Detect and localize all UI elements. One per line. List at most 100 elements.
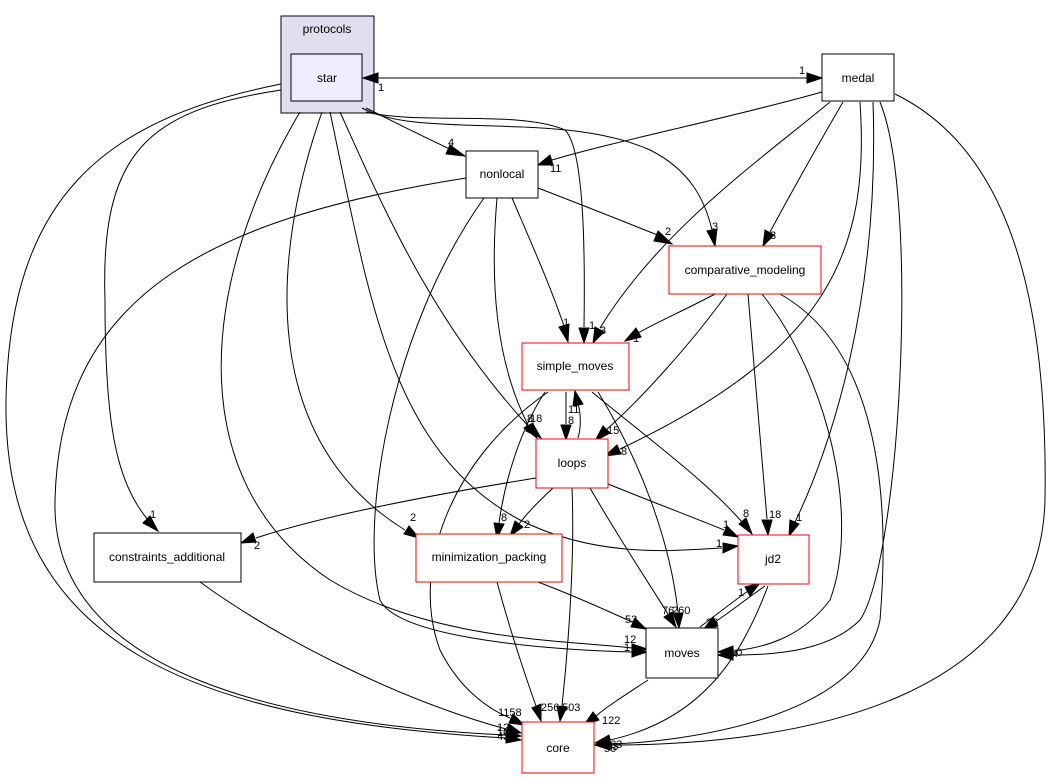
edge-label-minimization-moves: 53 xyxy=(625,614,637,626)
edge-star-medal[interactable]: 1 xyxy=(363,65,824,84)
edge-label-comparative-loops: 15 xyxy=(607,425,619,437)
node-label: core xyxy=(546,741,570,755)
edge-label-moves-jd2: 1 xyxy=(738,587,744,599)
edge-label-star-loops: 18 xyxy=(530,413,542,425)
node-minimization-packing[interactable]: minimization_packing xyxy=(415,533,563,583)
edge-comparative-core[interactable]: 26 3 xyxy=(593,293,884,751)
edge-loops-core[interactable]: 503 xyxy=(556,487,580,723)
edge-star-loops[interactable]: 18 xyxy=(339,111,542,440)
nodes: star medal nonlocal comparative_modeling… xyxy=(93,53,895,774)
edge-label-simple-minimization: 8 xyxy=(501,512,507,524)
edge-jd2-moves[interactable]: 26 xyxy=(701,585,766,631)
edge-simple-moves-moves[interactable]: 260 xyxy=(597,391,690,630)
edge-nonlocal-loops[interactable]: 8 xyxy=(493,197,538,440)
cluster-label: protocols xyxy=(303,22,352,36)
edge-nonlocal-moves[interactable]: 1 xyxy=(373,197,649,658)
node-comparative-modeling[interactable]: comparative_modeling xyxy=(668,245,822,295)
edge-loops-constraints[interactable]: 2 xyxy=(239,477,537,552)
edge-label-star-constraints: 1 xyxy=(150,509,156,521)
edge-simple-jd2[interactable]: 8 xyxy=(591,391,754,536)
node-medal[interactable]: medal xyxy=(821,53,895,102)
edge-label-star-core: 43 xyxy=(497,731,509,743)
edge-label-loops-core: 503 xyxy=(562,702,580,714)
edge-minimization-core[interactable]: 256 xyxy=(496,581,559,723)
edge-label-loops-jd2: 1 xyxy=(723,519,729,531)
edge-star-jd2[interactable]: 1 xyxy=(329,111,740,554)
edge-moves-core[interactable]: 122 xyxy=(582,679,649,727)
edge-label-loops-moves: 76 xyxy=(662,605,674,617)
node-label: moves xyxy=(664,646,699,660)
edge-constraints-core[interactable]: 12 xyxy=(199,581,523,735)
node-simple-moves[interactable]: simple_moves xyxy=(521,342,630,391)
edge-medal-nonlocal[interactable]: 11 xyxy=(536,91,823,175)
edge-label-simple-loops: 11 xyxy=(568,404,579,416)
edge-nonlocal-simple[interactable]: 1 xyxy=(511,197,570,344)
edge-medal-jd2[interactable]: 1 xyxy=(788,101,875,538)
node-label: constraints_additional xyxy=(109,550,225,564)
edge-star-constraints[interactable]: 1 xyxy=(104,89,282,533)
edge-label-medal-simple: 3 xyxy=(600,325,606,337)
edge-comparative-simple[interactable]: 1 xyxy=(623,293,716,345)
edge-label-simple-core: 1158 xyxy=(498,707,522,719)
node-label: loops xyxy=(558,456,587,470)
edge-medal-core[interactable]: 56 xyxy=(593,93,1046,755)
edge-nonlocal-comparative[interactable]: 2 xyxy=(537,187,674,245)
edge-label-star-jd2: 1 xyxy=(716,538,722,550)
edge-label-nonlocal-moves: 1 xyxy=(624,642,630,654)
edge-label-simple-moves-moves: 260 xyxy=(672,605,690,617)
edge-medal-comparative[interactable]: 3 xyxy=(762,101,844,248)
edge-label-star-comparative: 3 xyxy=(712,221,718,233)
edge-label-loops-constraints: 2 xyxy=(254,540,260,552)
edge-loops-minimization[interactable]: 2 xyxy=(509,487,554,538)
edge-label-loops-simple: 8 xyxy=(568,415,574,427)
node-moves[interactable]: moves xyxy=(645,627,719,679)
node-label: comparative_modeling xyxy=(685,263,806,277)
edge-label-minimization-core: 256 xyxy=(541,702,559,714)
node-constraints-additional[interactable]: constraints_additional xyxy=(93,532,242,583)
edge-label-star-simple: 1 xyxy=(589,320,595,332)
edge-label-medal-comparative: 3 xyxy=(770,230,776,242)
edge-label-star-moves: 12 xyxy=(624,634,636,646)
edge-label-medal-nonlocal: 11 xyxy=(550,163,561,175)
edge-medal-star[interactable]: 1 xyxy=(361,72,822,94)
edge-comparative-loops[interactable]: 15 xyxy=(593,293,728,443)
edge-label-star-medal: 1 xyxy=(799,65,805,77)
edge-label-simple-jd2: 8 xyxy=(743,508,749,520)
edge-label-loops-minimization: 2 xyxy=(524,519,530,531)
edge-label-medal-star: 1 xyxy=(378,82,384,94)
edge-star-simple[interactable]: 1 xyxy=(365,111,595,345)
edge-label-star-minimization: 2 xyxy=(410,512,416,524)
edge-nonlocal-core[interactable]: 10 xyxy=(54,177,523,741)
node-core[interactable]: core xyxy=(521,721,595,774)
node-label: star xyxy=(317,71,337,85)
node-star[interactable]: star xyxy=(290,53,363,102)
edge-moves-jd2[interactable]: 1 xyxy=(699,582,762,628)
edge-simple-loops[interactable]: 11 xyxy=(560,391,579,442)
edge-medal-simple[interactable]: 3 xyxy=(592,101,831,345)
edge-star-comparative[interactable]: 3 xyxy=(361,107,718,248)
edge-label-nonlocal-simple: 1 xyxy=(563,317,569,329)
edge-label-nonlocal-comparative: 2 xyxy=(665,226,671,238)
edge-label-medal-jd2: 1 xyxy=(796,512,802,524)
edge-label-moves-core: 122 xyxy=(602,715,620,727)
edge-loops-simple[interactable]: 8 xyxy=(568,389,584,439)
edge-medal-loops[interactable]: 8 xyxy=(603,101,862,458)
node-nonlocal[interactable]: nonlocal xyxy=(465,150,539,199)
node-label: medal xyxy=(842,71,875,85)
edge-star-nonlocal[interactable]: 4 xyxy=(365,107,467,157)
edge-label-medal-core: 56 xyxy=(604,743,616,755)
node-jd2[interactable]: jd2 xyxy=(737,534,810,585)
edge-simple-core[interactable]: 1158 xyxy=(429,391,549,726)
edge-star-minimization[interactable]: 2 xyxy=(286,111,421,539)
edge-comparative-moves[interactable]: 10 xyxy=(716,293,843,659)
edge-label-comparative-simple: 1 xyxy=(633,333,639,345)
node-label: nonlocal xyxy=(480,167,525,181)
edge-star-core[interactable]: 43 xyxy=(5,83,523,744)
edge-minimization-moves[interactable]: 53 xyxy=(537,581,648,630)
edge-label-star-nonlocal: 4 xyxy=(448,137,454,149)
edge-loops-jd2[interactable]: 1 xyxy=(607,483,740,538)
edge-comparative-jd2[interactable]: 18 xyxy=(747,293,781,537)
edge-loops-moves[interactable]: 76 xyxy=(589,487,677,629)
node-loops[interactable]: loops xyxy=(535,438,609,489)
